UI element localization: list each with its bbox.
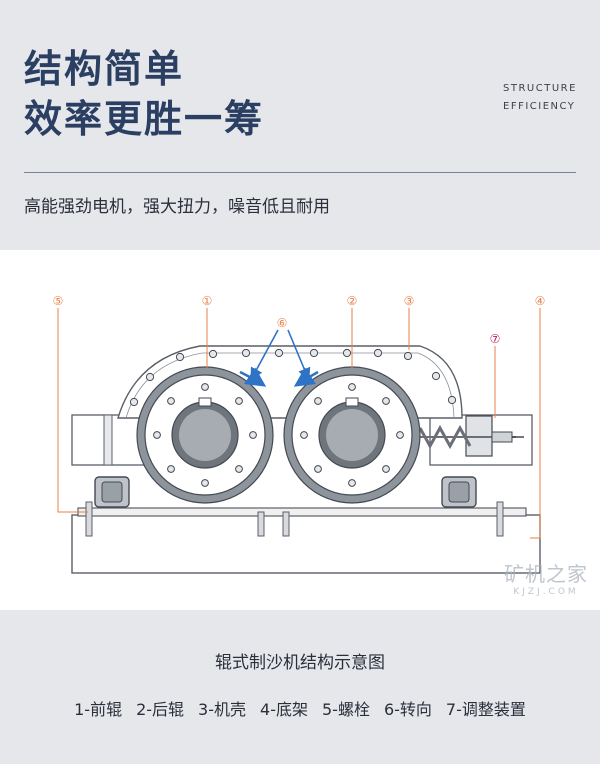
parts-legend: 1-前辊 2-后辊 3-机壳 4-底架 5-螺栓 6-转向 7-调整装置 [0,696,600,720]
left-mount-inner [101,481,123,503]
roller-arrow-left [239,367,267,387]
caption-title: 辊式制沙机结构示意图 [215,653,385,673]
right-mount-inner [448,481,470,503]
callout-4: ④ [535,294,546,308]
callout-2: ② [347,294,358,308]
housing-inner-line [125,352,455,419]
subtitle: 高能强劲电机，强大扭力，噪音低且耐用 [24,197,330,217]
base-frame [71,514,541,574]
caption-section: 辊式制沙机结构示意图 1-前辊 2-后辊 3-机壳 4-底架 5-螺栓 6-转向… [0,610,600,764]
watermark-main: 矿机之家 [504,562,588,586]
base-plate [77,507,527,517]
legend-item: 1-前辊 [74,700,123,719]
rear-roller [283,366,421,504]
watermark-sub: KJZJ.COM [513,587,579,597]
callout-7: ⑦ [490,332,501,346]
headline-line-2: 效率更胜一筹 [24,97,265,141]
english-tagline-line-2: EFFICIENCY [503,101,576,112]
housing-bolts [129,348,457,407]
legend-item: 4-底架 [260,700,308,719]
adjustment-device [418,415,524,457]
diagram-area: ⑤ ① ② ③ ④ ⑥ ⑦ [0,250,600,610]
legend-item: 6-转向 [383,700,432,719]
headline: 结构简单 效率更胜一筹 [24,44,264,144]
callout-5: ⑤ [53,294,64,308]
roller-arrow-right [293,367,319,387]
legend-item: 7-调整装置 [445,700,526,719]
watermark: 矿机之家 KJZJ.COM [504,558,588,597]
roller-crusher-diagram: ⑤ ① ② ③ ④ ⑥ ⑦ [53,294,546,574]
hero-section: 结构简单 效率更胜一筹 STRUCTURE EFFICIENCY 高能强劲电机，… [0,0,600,250]
left-frame-post [103,414,113,466]
headline-line-1: 结构简单 [24,47,185,91]
base-bolts [85,501,504,537]
english-tagline: STRUCTURE EFFICIENCY [503,80,577,116]
divider [24,172,576,173]
callout-6: ⑥ [277,316,288,330]
english-tagline-line-1: STRUCTURE [503,83,577,94]
leader-lines [57,308,541,539]
legend-item: 5-螺栓 [321,700,370,719]
callout-1: ① [202,294,213,308]
legend-item: 3-机壳 [198,700,247,719]
front-roller [136,366,274,504]
callout-3: ③ [404,294,415,308]
legend-item: 2-后辊 [136,700,185,719]
